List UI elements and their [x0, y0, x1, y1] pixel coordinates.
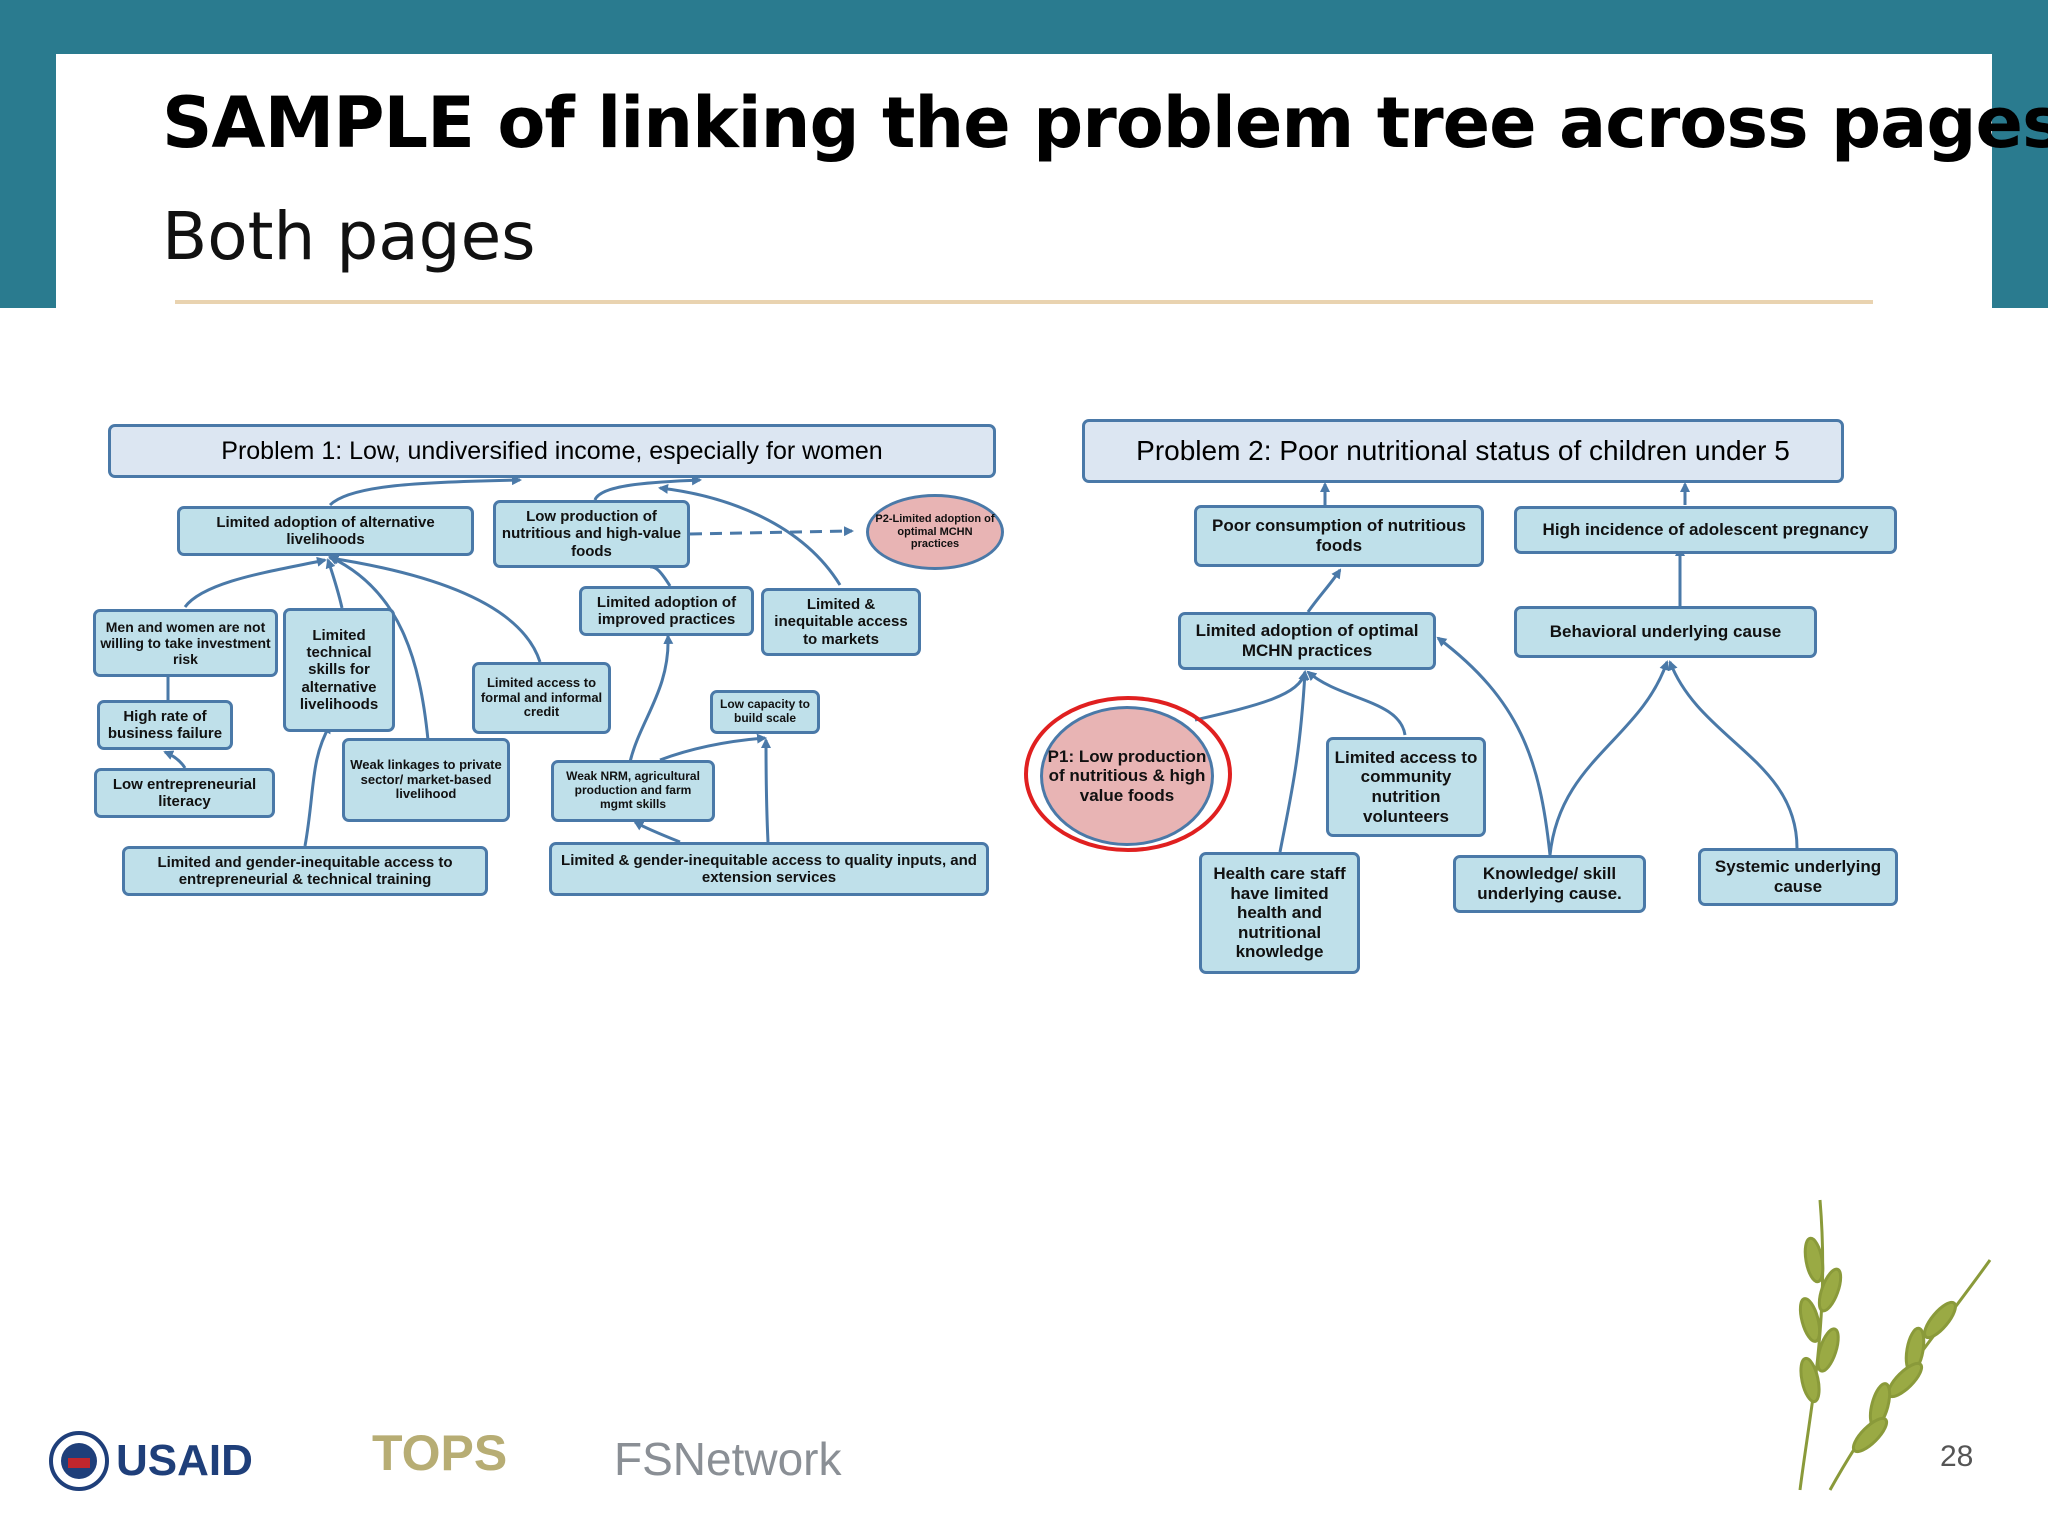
link-nrm-to-improved — [628, 634, 674, 763]
node-credit: Limited access to formal and informal cr… — [472, 662, 611, 734]
problem-1-box: Problem 1: Low, undiversified income, es… — [108, 424, 996, 478]
node-alt-livelihoods: Limited adoption of alternative liveliho… — [177, 506, 474, 556]
link-systemic-to-behavioral — [1668, 660, 1799, 849]
node-literacy: Low entrepreneurial literacy — [94, 768, 275, 818]
node-p2-link: P2-Limited adoption of optimal MCHN prac… — [866, 494, 1004, 570]
node-business-failure: High rate of business failure — [97, 700, 233, 750]
link-lowprod-to-problem1 — [593, 475, 702, 501]
fsn-network-logo: FSNetwork — [614, 1433, 842, 1485]
node-improved-practices: Limited adoption of improved practices — [579, 586, 754, 636]
usaid-seal-icon — [49, 1431, 109, 1491]
wheat-icon — [1798, 1199, 1992, 1491]
link-knowledge-to-behavioral — [1548, 660, 1670, 856]
problem-2-box: Problem 2: Poor nutritional status of ch… — [1082, 419, 1844, 483]
link-inputs-to-nrm — [633, 820, 681, 844]
node-health-staff: Health care staff have limited health an… — [1199, 852, 1360, 974]
node-tech-skills: Limited technical skills for alternative… — [283, 608, 395, 732]
title-divider — [175, 300, 1873, 304]
link-inputs-to-capacity — [761, 738, 772, 843]
node-volunteers: Limited access to community nutrition vo… — [1326, 737, 1486, 837]
title-card — [56, 54, 1992, 312]
link-tech-to-alt — [325, 558, 344, 609]
node-inputs: Limited & gender-inequitable access to q… — [549, 842, 989, 896]
tops-logo: TOPS — [372, 1425, 508, 1481]
node-capacity: Low capacity to build scale — [710, 690, 820, 734]
slide-subtitle: Both pages — [162, 198, 536, 275]
node-systemic: Systemic underlying cause — [1698, 848, 1898, 906]
node-training: Limited and gender-inequitable access to… — [122, 846, 488, 896]
node-low-production: Low production of nutritious and high-va… — [493, 500, 690, 568]
node-investment-risk: Men and women are not willing to take in… — [93, 609, 278, 677]
link-risk-to-alt — [183, 556, 327, 608]
node-mchn: Limited adoption of optimal MCHN practic… — [1178, 612, 1436, 670]
p1-highlight-circle — [1024, 696, 1232, 852]
link-markets-to-problem1 — [658, 483, 842, 586]
node-consumption: Poor consumption of nutritious foods — [1194, 505, 1484, 567]
link-volunteers-to-mchn — [1306, 670, 1407, 736]
link-improved-to-lowprod — [648, 560, 672, 587]
link-knowledge-to-mchn — [1436, 636, 1552, 856]
link-lowprod-to-p2 — [689, 526, 854, 537]
node-adolescent: High incidence of adolescent pregnancy — [1514, 506, 1897, 554]
usaid-logo: USAID — [48, 1430, 278, 1492]
link-credit-to-alt — [328, 554, 542, 663]
usaid-wordmark: USAID — [116, 1436, 253, 1485]
slide-title: SAMPLE of linking the problem tree acros… — [162, 82, 2048, 164]
link-literacy-to-failure — [163, 750, 187, 769]
link-health-to-mchn — [1278, 670, 1310, 853]
link-weak-to-alt — [328, 555, 430, 741]
link-mchn-to-consumption — [1306, 568, 1342, 613]
link-training-to-tech — [303, 723, 332, 847]
node-markets: Limited & inequitable access to markets — [761, 588, 921, 656]
node-knowledge: Knowledge/ skill underlying cause. — [1453, 855, 1646, 913]
link-nrm-to-capacity — [659, 733, 767, 762]
link-p1-to-mchn — [1194, 670, 1309, 722]
node-behavioral: Behavioral underlying cause — [1514, 606, 1817, 658]
link-alt-to-problem1 — [328, 475, 522, 507]
node-nrm: Weak NRM, agricultural production and fa… — [551, 760, 715, 822]
node-weak-linkages: Weak linkages to private sector/ market-… — [342, 738, 510, 822]
page-number: 28 — [1940, 1440, 1974, 1473]
